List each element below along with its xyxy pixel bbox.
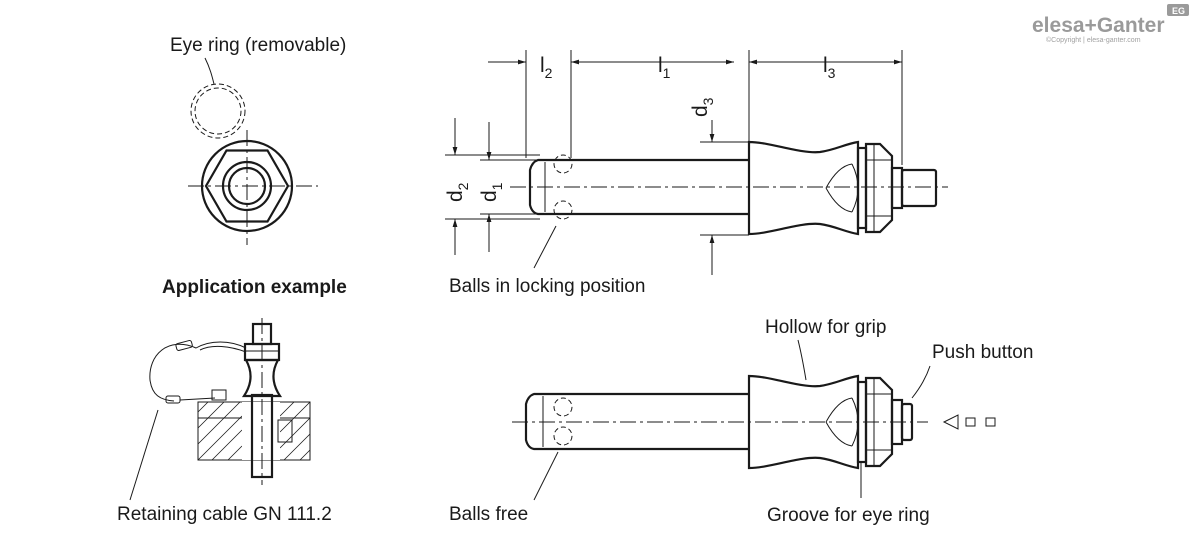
ball-free-top: [553, 397, 573, 417]
grip-body: [747, 140, 860, 236]
balls-free-label: Balls free: [449, 504, 528, 525]
hollow-grip-label: Hollow for grip: [765, 317, 886, 338]
hex-nut: [204, 149, 290, 223]
badge-icon: [1167, 4, 1189, 16]
dim-l1: l1: [658, 54, 671, 81]
retaining-cable: [149, 341, 247, 402]
collar: [864, 142, 894, 234]
dim-d3: d3: [689, 97, 716, 117]
application-example-drawing: [129, 318, 311, 501]
plate-hatching: [197, 401, 311, 461]
groove-eye-ring-label: Groove for eye ring: [767, 505, 930, 526]
application-example-title: Application example: [162, 277, 347, 298]
push-button-label: Push button: [932, 342, 1033, 363]
ball-free-bottom: [553, 426, 573, 446]
end-view: Eye ring (removable): [170, 35, 346, 245]
pin-locked-view: l2 l1 l3 d3 d2 d1: [444, 50, 948, 275]
pin-free-view: [512, 339, 996, 501]
ball-bottom: [553, 200, 573, 220]
elesa-ganter-logo: elesa+Ganter EG ©Copyright | elesa-gante…: [1032, 4, 1189, 44]
button-inner-circle: [227, 166, 267, 206]
push-button-locked: [900, 168, 938, 208]
eye-ring-hidden: [190, 83, 246, 139]
copyright-text: ©Copyright | elesa-ganter.com: [1046, 36, 1141, 44]
balls-locking-leader: [533, 225, 557, 269]
retaining-cable-label: Retaining cable GN 111.2: [117, 504, 332, 525]
dim-l3: l3: [823, 54, 836, 81]
grip-body-free: [747, 374, 860, 470]
push-button-leader: [911, 365, 931, 399]
dim-d2: d2: [444, 182, 471, 202]
dim-d1: d1: [478, 182, 505, 202]
eye-ring-groove: [856, 146, 868, 230]
pin-grip: [241, 358, 283, 398]
balls-free-leader: [533, 451, 559, 501]
push-button-small: [251, 322, 273, 346]
ball-top: [553, 154, 573, 174]
hollow-grip-leader: [797, 339, 807, 381]
brand-text: elesa+Ganter: [1032, 14, 1165, 37]
grip-outer-circle: [200, 139, 294, 233]
screw-head: [211, 389, 227, 401]
button-outer-circle: [221, 160, 273, 212]
balls-locking-label: Balls in locking position: [449, 276, 645, 297]
badge-text: EG: [1172, 6, 1185, 16]
eye-ring-leader: [204, 57, 215, 85]
push-arrow-icon: [942, 414, 959, 430]
retaining-cable-leader: [129, 409, 159, 501]
dim-l2: l2: [540, 54, 553, 81]
eye-ring-label: Eye ring (removable): [170, 35, 346, 56]
